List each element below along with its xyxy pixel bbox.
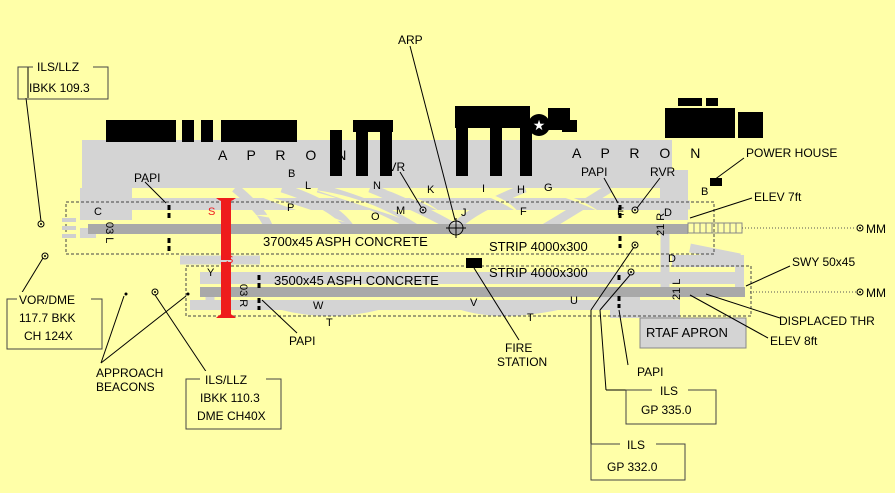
elev-8-label: ELEV 8ft <box>770 334 818 348</box>
runway-03l-21r <box>88 224 688 234</box>
apron-label-west: A P R O N <box>218 147 354 163</box>
ils-gp-2-freq: GP 332.0 <box>607 460 658 474</box>
apron-label-east: A P R O N <box>572 145 708 161</box>
apron-islands <box>245 190 600 223</box>
nav-box-title-knockouts <box>17 59 688 450</box>
papi-label-sw: PAPI <box>289 334 315 348</box>
ils-gp-1-title: ILS <box>660 384 678 398</box>
rvr-label-west: RVR <box>380 160 405 174</box>
ils-llz-2-freq: IBKK 110.3 <box>200 391 260 405</box>
terminal-buildings <box>106 98 763 268</box>
runway-end-21l: 21 L <box>671 279 683 300</box>
ils-llz-1-freq: IBKK 109.3 <box>29 81 90 95</box>
taxiway-label-o: O <box>371 211 380 223</box>
taxiway-label-i: I <box>482 183 485 195</box>
ils-gp-1-freq: GP 335.0 <box>641 403 692 417</box>
arp-symbol <box>446 218 466 238</box>
papi-label-nw: PAPI <box>134 171 160 185</box>
fire-station-label-2: STATION <box>497 355 547 369</box>
vor-dme-title: VOR/DME <box>19 293 75 307</box>
mm-label-north: MM <box>866 222 886 236</box>
ils-llz-1-title: ILS/LLZ <box>37 60 79 74</box>
ils-gp-2-title: ILS <box>627 438 645 452</box>
displaced-thr-label: DISPLACED THR <box>779 314 875 328</box>
taxiway-label-j: J <box>461 207 467 219</box>
taxiway-label-v: V <box>470 297 478 309</box>
rtaf-apron-label: RTAF APRON <box>646 325 728 340</box>
taxiway-label-b: B <box>288 168 295 180</box>
taxiway-label-l: L <box>305 180 311 192</box>
taxiway-label-b-east: B <box>701 186 708 198</box>
taxiway-label-d-north: D <box>664 207 672 219</box>
approach-lights <box>687 222 743 234</box>
taxiway-s-flare-top <box>216 198 236 202</box>
runway-end-21r: 21 R <box>655 213 667 236</box>
extended-centrelines <box>742 227 856 293</box>
vor-dme-channel: CH 124X <box>24 329 73 343</box>
taxiway-label-n: N <box>373 180 381 192</box>
taxiway-label-d-south: D <box>668 253 676 265</box>
taxiway-label-c: C <box>94 206 102 218</box>
taxiway-label-h: H <box>517 184 525 196</box>
papi-label-ne: PAPI <box>581 165 607 179</box>
taxiway-s-upper <box>221 200 231 260</box>
power-house-label: POWER HOUSE <box>746 146 837 160</box>
taxiway-label-w: W <box>313 300 324 312</box>
threshold-marks <box>62 218 76 238</box>
mm-label-south: MM <box>866 286 886 300</box>
leader-lines <box>17 45 791 444</box>
taxiway-label-s-north: S <box>208 206 215 218</box>
svg-text:★: ★ <box>533 117 546 133</box>
approach-beacons-label-2: BEACONS <box>96 380 155 394</box>
taxiway-label-u: U <box>570 295 578 307</box>
papi-label-se: PAPI <box>637 365 663 379</box>
vor-dme-freq: 117.7 BKK <box>19 311 75 325</box>
taxiway-label-m: M <box>396 205 405 217</box>
navaid-dots <box>40 209 861 296</box>
runway-03r-21l <box>200 287 745 297</box>
ils-llz-2-title: ILS/LLZ <box>205 373 247 387</box>
taxiway-label-s-south: S <box>226 254 233 266</box>
taxiway-label-t-west: T <box>326 317 333 329</box>
runway-strip-left: STRIP 4000x300 <box>489 239 588 254</box>
taxiway-s-lower <box>221 262 231 316</box>
taxiway-label-k: K <box>427 184 435 196</box>
taxiway-label-t-east: T <box>527 312 534 324</box>
taxiway-s-flare-bottom <box>216 313 236 318</box>
elev-7-label: ELEV 7ft <box>754 190 802 204</box>
taxiway-label-g: G <box>544 182 553 194</box>
approach-beacons-label-1: APPROACH <box>96 366 163 380</box>
taxiway-label-f: F <box>520 206 527 218</box>
runway-end-03l: 03 L <box>103 222 115 243</box>
runway-strip-right: STRIP 4000x300 <box>489 265 588 280</box>
ils-llz-2-dme: DME CH40X <box>197 409 266 423</box>
runway-surface-right: 3500x45 ASPH CONCRETE <box>274 273 439 288</box>
arp-label: ARP <box>398 33 423 47</box>
swy-label: SWY 50x45 <box>792 255 855 269</box>
taxiway-label-e: E <box>617 206 624 218</box>
rvr-label-east: RVR <box>650 165 675 179</box>
runway-surface-left: 3700x45 ASPH CONCRETE <box>263 234 428 249</box>
taxiway-label-p: P <box>287 202 294 214</box>
runway-end-03r: 03 R <box>237 284 249 307</box>
fire-station-label-1: FIRE <box>505 341 532 355</box>
control-tower: ★ <box>528 114 550 136</box>
taxiway-label-y: Y <box>207 267 215 279</box>
papi-lights <box>167 205 622 310</box>
taxiway-parallel <box>100 198 740 310</box>
